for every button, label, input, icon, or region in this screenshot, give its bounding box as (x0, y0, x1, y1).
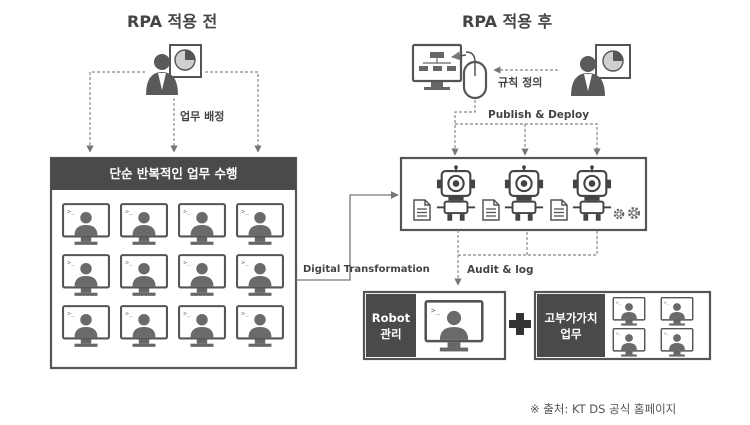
mouse-icon (462, 51, 488, 100)
before-box-title: 단순 반복적인 업무 수행 (109, 166, 238, 181)
before-title: RPA 적용 전 (127, 12, 218, 31)
source-caption: ※ 출처: KT DS 공식 홈페이지 (530, 402, 677, 416)
audit-arrows (454, 230, 598, 286)
document-icon (482, 199, 500, 221)
document-icon (550, 199, 568, 221)
pointer-arrow (451, 51, 467, 61)
deploy-arrows (451, 100, 601, 156)
manager-icon-right (571, 44, 631, 96)
transition-label: Digital Transformation (303, 264, 430, 275)
rule-monitor-icon (411, 43, 463, 90)
assign-label: 업무 배정 (180, 110, 225, 123)
audit-label: Audit & log (467, 264, 534, 276)
value-work-label: 고부가가치 업무 (537, 294, 605, 357)
manager-icon (146, 44, 202, 95)
assign-arrows (86, 71, 262, 153)
transformation-arrow (296, 191, 399, 281)
document-icon (413, 199, 431, 221)
publish-label: Publish & Deploy (488, 109, 590, 121)
after-title: RPA 적용 후 (462, 12, 553, 31)
rule-label: 규칙 정의 (498, 76, 543, 89)
plus-icon (509, 313, 531, 335)
robot-manage-label: Robot 관리 (366, 294, 416, 357)
before-box-header (51, 158, 296, 190)
